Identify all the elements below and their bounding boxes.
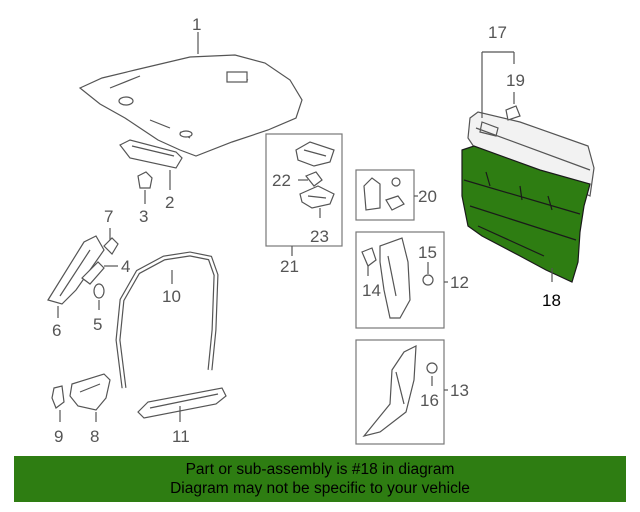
part-4-clip <box>81 261 105 285</box>
callout-16: 16 <box>420 391 439 410</box>
part-5-grommet <box>93 283 105 299</box>
callout-20: 20 <box>418 187 437 206</box>
part-14-clip <box>361 247 377 267</box>
part-dome-lamp-housing <box>295 141 335 167</box>
group-box-20 <box>355 169 415 221</box>
part-10-weatherstrip <box>115 251 219 389</box>
part-3-visor-holder <box>137 171 153 189</box>
banner-line-2: Diagram may not be specific to your vehi… <box>170 480 470 497</box>
callout-22: 22 <box>272 171 291 190</box>
part-1-headliner <box>78 54 303 157</box>
part-22-bulb <box>305 171 323 187</box>
callout-6: 6 <box>52 321 61 340</box>
callout-1: 1 <box>192 15 201 34</box>
callout-21: 21 <box>280 257 299 276</box>
callout-10: 10 <box>162 287 181 306</box>
callout-14: 14 <box>362 281 381 300</box>
part-20-clip <box>363 177 405 211</box>
part-2-sun-visor <box>119 139 183 169</box>
callout-5: 5 <box>93 315 102 334</box>
group-box-12 <box>355 231 445 329</box>
part-15-clip <box>422 274 434 286</box>
part-11-scuff-plate <box>137 387 227 419</box>
callout-12: 12 <box>450 273 469 292</box>
part-17-package-tray-trim <box>467 111 595 197</box>
callout-11: 11 <box>172 427 190 446</box>
part-8-cowl-side-trim <box>69 373 111 411</box>
part-13-quarter-pillar-trim <box>362 344 417 438</box>
callout-23: 23 <box>310 227 329 246</box>
parts-diagram: 1 2 3 7 4 5 6 10 8 <box>47 15 595 446</box>
part-23-lens <box>299 185 335 209</box>
group-box-13 <box>355 339 445 445</box>
part-6-front-pillar-trim <box>47 235 105 305</box>
part-16-clip <box>426 362 438 374</box>
callout-7: 7 <box>104 207 113 226</box>
part-18-back-panel-trim <box>461 145 591 283</box>
callout-19: 19 <box>506 71 525 90</box>
callout-4: 4 <box>121 257 130 276</box>
callout-13: 13 <box>450 381 469 400</box>
group-box-21 <box>265 133 343 247</box>
callout-15: 15 <box>418 243 437 262</box>
part-9-bracket <box>51 385 65 409</box>
banner-line-1: Part or sub-assembly is #18 in diagram <box>185 461 455 478</box>
callout-18: 18 <box>542 291 561 310</box>
callout-17: 17 <box>488 23 507 42</box>
callout-8: 8 <box>90 427 99 446</box>
part-19-clip <box>505 105 521 121</box>
notice-banner: Part or sub-assembly is #18 in diagram D… <box>14 456 626 502</box>
part-7-clip <box>103 237 119 255</box>
part-12-center-pillar-trim <box>379 237 411 319</box>
callout-2: 2 <box>165 193 174 212</box>
callout-9: 9 <box>54 427 63 446</box>
callout-3: 3 <box>139 207 148 226</box>
